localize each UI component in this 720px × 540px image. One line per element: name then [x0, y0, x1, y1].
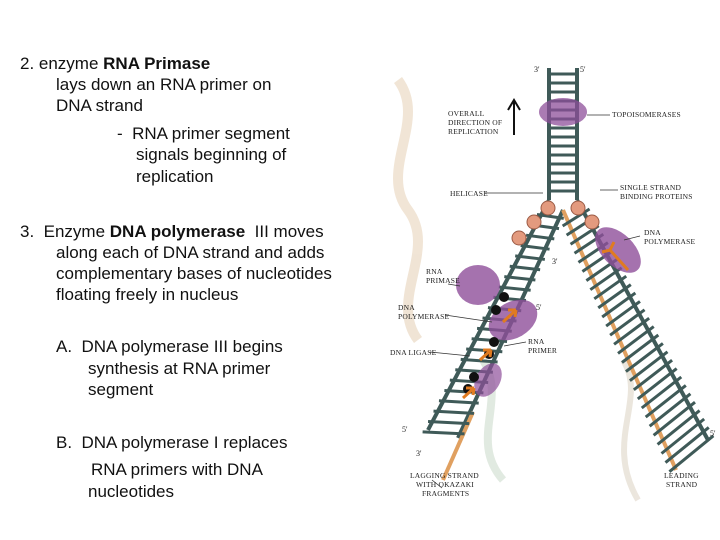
base-pair-rung	[609, 308, 646, 337]
item-b-line2: RNA primers with DNA	[91, 460, 263, 479]
replication-fork-diagram: 3' 5' 3' 5' 5' 3' 5' OVERALL DIRECTION O…	[388, 60, 720, 510]
base-pair-rung	[433, 409, 475, 415]
section2-bullet-line1: - RNA primer segment	[117, 124, 290, 143]
section2-line2: lays down an RNA primer on	[56, 75, 272, 94]
label-ssbp-1: SINGLE STRAND	[620, 183, 682, 192]
enzyme-rna-primase: RNA Primase	[103, 54, 211, 73]
base-pair-rung	[561, 207, 591, 228]
label-overall-1: OVERALL	[448, 109, 485, 118]
base-pair-rung	[668, 434, 715, 473]
section3-line2: along each of DNA strand and adds	[56, 243, 325, 262]
base-pair-rung	[660, 417, 706, 455]
label-rna-primer-1: RNA	[528, 337, 545, 346]
base-pair-rung	[652, 401, 696, 437]
synthesis-arrows	[461, 241, 630, 400]
base-pair-rung	[625, 342, 664, 373]
label-dna-polymerase-right-2: POLYMERASE	[644, 237, 695, 246]
base-pair-rung	[525, 233, 555, 241]
rna-primase-blob	[456, 265, 500, 305]
base-pair-rung	[593, 274, 628, 301]
section3-heading: 3. Enzyme DNA polymerase III moves	[20, 222, 324, 241]
label-lagging-3: FRAGMENTS	[422, 489, 469, 498]
mid-5prime-end: 5'	[536, 303, 542, 312]
section3-line3: complementary bases of nucleotides	[56, 264, 332, 283]
bottom-5prime-end: 5'	[402, 425, 408, 434]
bottom-right-5prime-end: 5'	[710, 429, 716, 438]
item-a-line3: segment	[88, 380, 154, 399]
label-dna-polymerase-left-1: DNA	[398, 303, 415, 312]
label-lagging-2: WITH OKAZAKI	[416, 480, 474, 489]
label-dna-ligase: DNA LIGASE	[390, 348, 437, 357]
base-pair-rung	[605, 300, 641, 328]
replication-fork-svg: 3' 5' 3' 5' 5' 3' 5' OVERALL DIRECTION O…	[390, 65, 716, 502]
label-topoisomerases: TOPOISOMERASES	[612, 110, 681, 119]
base-pair-rung	[648, 392, 692, 428]
section2-bullet-line2: signals beginning of	[136, 145, 287, 164]
base-pair-rung	[628, 350, 669, 382]
item-b-line3: nucleotides	[88, 482, 175, 501]
base-pair-rung	[514, 254, 546, 261]
label-dna-polymerase-right-1: DNA	[644, 228, 661, 237]
base-pair-rung	[427, 420, 470, 426]
topoisomerase-blob	[539, 98, 587, 126]
base-pair-rung	[640, 375, 683, 410]
label-rna-primase-1: RNA	[426, 267, 443, 276]
label-overall-3: REPLICATION	[448, 127, 499, 136]
section2-line3: DNA strand	[56, 96, 143, 115]
label-overall-2: DIRECTION OF	[448, 118, 502, 127]
leading-strand-arm	[561, 199, 715, 473]
label-leader-lines	[429, 114, 641, 489]
base-pair-rung	[498, 285, 531, 292]
base-pair-rung	[536, 213, 564, 220]
base-pair-rung	[632, 359, 673, 391]
item-a-line2: synthesis at RNA primer	[88, 359, 271, 378]
base-pair-rung	[438, 399, 479, 405]
base-pair-rung	[589, 266, 623, 291]
base-pair-rung	[509, 264, 541, 272]
overall-direction-arrow	[507, 98, 521, 135]
label-ssbp-2: BINDING PROTEINS	[620, 192, 693, 201]
base-pair-rung	[504, 275, 536, 282]
top-5prime-end: 5'	[580, 65, 586, 74]
label-leading-2: STRAND	[666, 480, 698, 489]
dna-polymerase-right-blob	[595, 227, 641, 273]
helicase-spheres	[511, 200, 600, 246]
label-dna-polymerase-left-2: POLYMERASE	[398, 312, 449, 321]
item-b-line1: B. DNA polymerase I replaces	[56, 433, 288, 452]
section2-bullet-line3: replication	[136, 167, 214, 186]
label-lagging-1: LAGGING STRAND	[410, 471, 479, 480]
parental-dna-ladder	[547, 68, 579, 200]
text-column: 2. enzyme RNA Primase lays down an RNA p…	[20, 54, 332, 501]
base-pair-rung	[613, 316, 651, 346]
base-pair-rung	[597, 283, 632, 310]
base-pair-rung	[656, 409, 701, 446]
base-pair-rung	[664, 426, 710, 464]
base-pair-rung	[636, 367, 678, 401]
base-pair-rung	[617, 325, 655, 355]
base-pair-rung	[422, 430, 465, 436]
base-pair-rung	[601, 291, 637, 319]
label-helicase: HELICASE	[450, 189, 488, 198]
label-rna-primase-2: PRIMASE	[426, 276, 460, 285]
bottom-3prime-end: 3'	[416, 449, 422, 458]
enzyme-dna-polymerase: DNA polymerase	[109, 222, 246, 241]
base-pair-rung	[520, 244, 550, 251]
top-3prime-end: 3'	[534, 65, 540, 74]
section2-heading: 2. enzyme RNA Primase	[20, 54, 211, 73]
label-rna-primer-2: PRIMER	[528, 346, 557, 355]
label-leading-1: LEADING	[664, 471, 699, 480]
right-3prime-end: 3'	[552, 257, 558, 266]
base-pair-rung	[460, 357, 498, 364]
base-pair-rung	[471, 337, 508, 344]
item-a-line1: A. DNA polymerase III begins	[56, 337, 283, 356]
section3-line4: floating freely in nucleus	[56, 285, 239, 304]
base-pair-rung	[644, 384, 687, 419]
ligase-blob	[474, 363, 502, 397]
base-pair-rung	[621, 333, 660, 364]
